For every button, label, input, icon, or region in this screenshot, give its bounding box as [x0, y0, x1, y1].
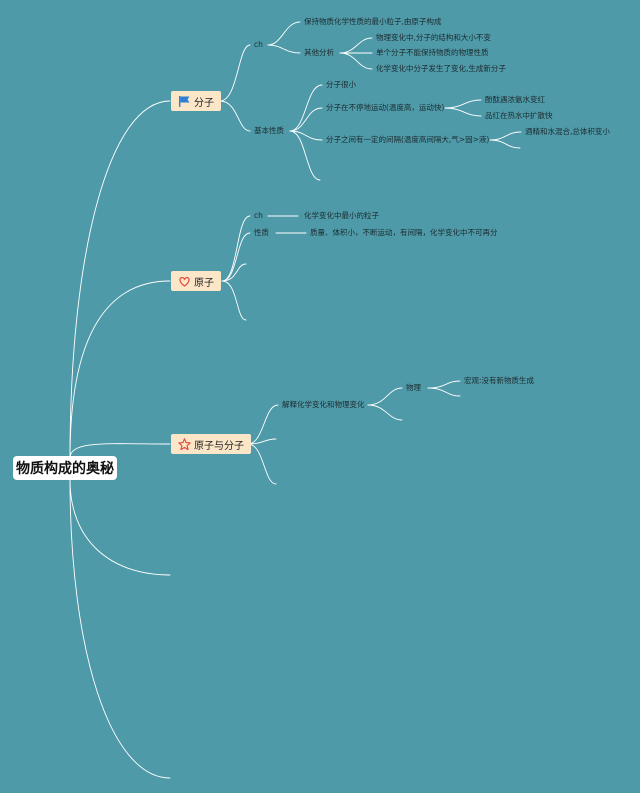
other-analysis-item: 单个分子不能保持物质的物理性质 — [376, 48, 489, 57]
molecule-basic-properties: 基本性质 — [254, 126, 284, 135]
flag-icon — [178, 95, 191, 108]
basic-property-item: 分子很小 — [326, 80, 356, 89]
gap-example: 酒精和水混合,总体积变小 — [525, 127, 610, 136]
topic-molecule[interactable]: 分子 — [171, 91, 221, 111]
atom-nature-text: 质量、体积小，不断运动，有间隔，化学变化中不可再分 — [310, 228, 498, 237]
topic-atom-and-molecule[interactable]: 原子与分子 — [171, 434, 251, 454]
topic-molecule-label: 分子 — [194, 97, 214, 109]
other-analysis-item: 物理变化中,分子的结构和大小不变 — [376, 33, 491, 42]
root-label: 物质构成的奥秘 — [16, 461, 114, 477]
topic-atom[interactable]: 原子 — [171, 271, 221, 291]
basic-property-item: 分子在不停地运动(温度高，运动快) — [326, 103, 445, 112]
explain-change-label: 解释化学变化和物理变化 — [282, 400, 365, 409]
topic-atom-and-molecule-label: 原子与分子 — [194, 440, 244, 452]
heart-icon — [178, 275, 191, 288]
star-icon — [178, 437, 191, 451]
atom-definition: 化学变化中最小的粒子 — [304, 211, 379, 220]
macro-view-text: 宏观:没有新物质生成 — [464, 376, 535, 385]
molecule-ch-label: ch — [254, 40, 263, 49]
molecule-definition: 保持物质化学性质的最小粒子,由原子构成 — [304, 17, 442, 26]
atom-nature-label: 性质 — [254, 228, 269, 237]
motion-example: 酚酞遇浓氨水变红 — [485, 95, 545, 104]
physical-change-label: 物理 — [406, 383, 421, 392]
root-node[interactable]: 物质构成的奥秘 — [13, 456, 117, 480]
other-analysis-item: 化学变化中分子发生了变化,生成新分子 — [376, 64, 506, 73]
atom-ch-label: ch — [254, 211, 263, 220]
topic-atom-label: 原子 — [194, 277, 214, 289]
motion-example: 品红在热水中扩散快 — [485, 111, 553, 120]
basic-property-item: 分子之间有一定的间隔(温度高间隔大,气>固>液) — [326, 135, 490, 144]
molecule-other-analysis: 其他分析 — [304, 48, 334, 57]
